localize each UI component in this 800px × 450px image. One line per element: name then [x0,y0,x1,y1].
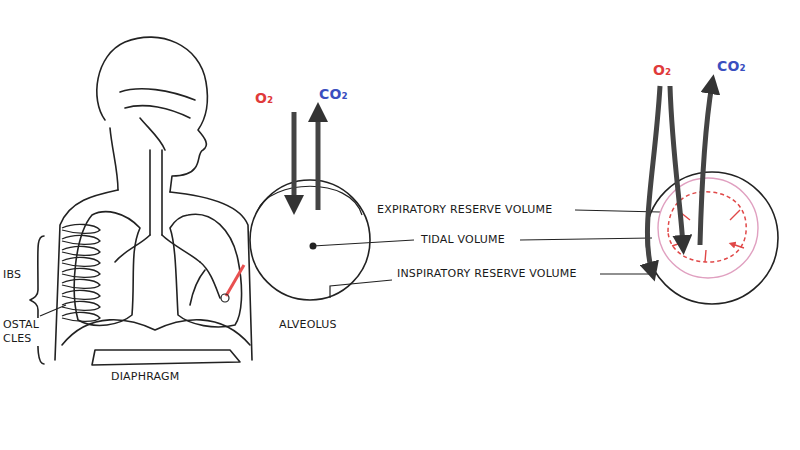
alveolus-volumes [646,84,778,304]
rib-cage [62,224,100,321]
gas-label: CO₂ [716,58,747,76]
part-label: IBS [2,268,22,282]
alveolus-small [221,294,229,302]
leader-lines [40,305,66,316]
volume-label: INSPIRATORY RESERVE VOLUME [396,267,578,281]
volume-label: TIDAL VOLUME [420,233,506,247]
part-label: DIAPHRAGM [110,370,181,384]
part-label: ALVEOLUS [278,318,338,332]
gas-label: O₂ [254,90,274,108]
part-label: OSTAL CLES [2,318,48,346]
volume-leaders [520,210,660,274]
alveolus-pointer [226,265,244,296]
human-figure [30,37,252,365]
gas-label: O₂ [652,62,672,80]
volume-label: EXPIRATORY RESERVE VOLUME [376,203,553,217]
gas-label: CO₂ [318,86,349,104]
